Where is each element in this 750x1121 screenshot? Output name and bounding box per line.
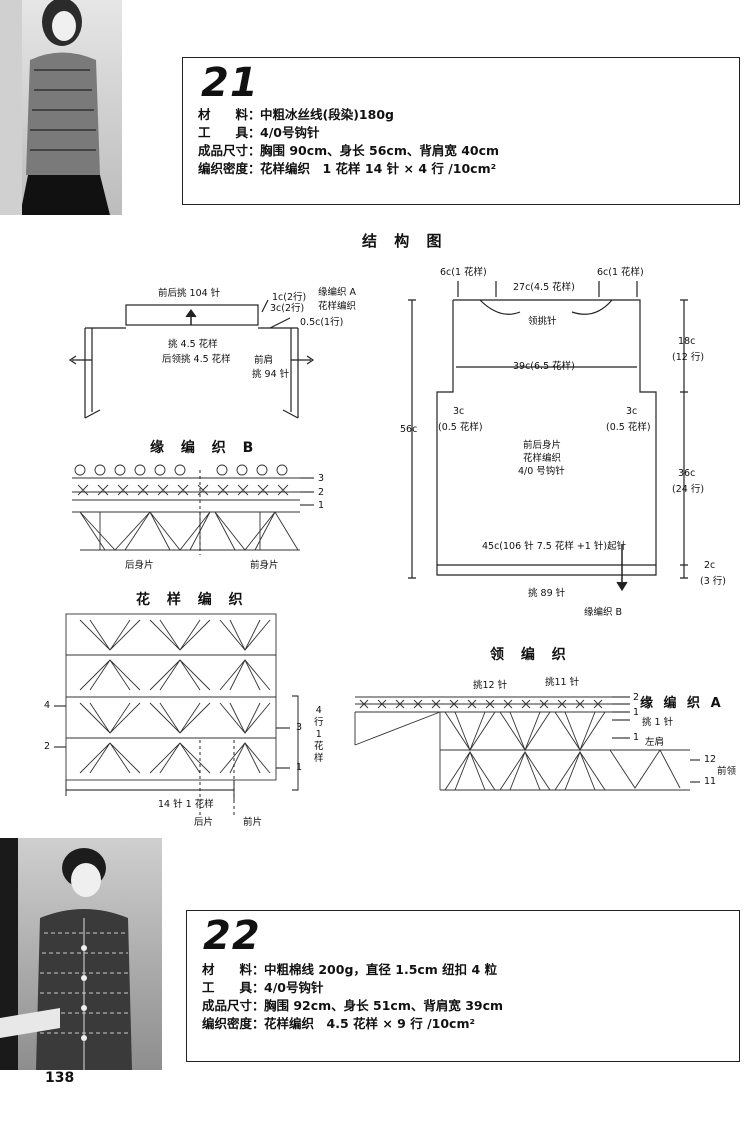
label: 4/0 号钩针 [518, 466, 565, 477]
spec-row: 编织密度：花样编织 1 花样 14 针 × 4 行 /10cm² [198, 161, 497, 176]
label: 18c [678, 336, 696, 347]
collar-x-marks [359, 699, 603, 709]
label: 缘编织 B [584, 607, 623, 618]
label: 前片 [243, 817, 263, 828]
spec-list: 材 料：中粗棉线 200g，直径 1.5cm 纽扣 4 粒 工 具：4/0号钩针… [202, 961, 503, 1033]
edge-a-title: 缘 编 织 A [640, 696, 724, 711]
label: 前领 [717, 766, 737, 777]
label: 挑 1 针 [642, 717, 674, 728]
label: 6c(1 花样) [440, 267, 487, 278]
label: 花样编织 [318, 301, 357, 312]
label: 花样编织 [523, 453, 562, 464]
label: 前肩 [254, 355, 274, 366]
row-number: 2 [318, 487, 325, 498]
label: 挑12 针 [473, 680, 508, 691]
label: 后领挑 4.5 花样 [162, 354, 231, 365]
flower-title: 花 样 编 织 [136, 592, 249, 608]
spec-row: 材 料：中粗冰丝线(段染)180g [198, 107, 394, 122]
label: 6c(1 花样) [597, 267, 644, 278]
label: 前后身片 [523, 440, 562, 451]
page-number: 138 [45, 1070, 75, 1086]
edge-b-picot-loops [74, 464, 288, 476]
collar-structure-diagram [68, 299, 315, 419]
pattern-22-spec-box: 22 材 料：中粗棉线 200g，直径 1.5cm 纽扣 4 粒 工 具：4/0… [186, 910, 740, 1062]
model-photo-22 [0, 838, 162, 1070]
edge-b-fans [79, 511, 300, 551]
row-number: 12 [704, 754, 717, 765]
row-number: 1 [633, 707, 640, 718]
label: 挑 89 针 [528, 588, 566, 599]
row-number: 1 [318, 500, 325, 511]
label: (0.5 花样) [438, 422, 483, 433]
label: 0.5c(1行) [300, 317, 344, 328]
label: 3c [453, 406, 465, 417]
label: 39c(6.5 花样) [513, 361, 575, 372]
row-number: 1 [296, 762, 303, 773]
label: 2c [704, 560, 716, 571]
row-number: 2 [44, 741, 51, 752]
spec-row: 成品尺寸：胸围 92cm、身长 51cm、背肩宽 39cm [202, 998, 504, 1013]
spec-row: 编织密度：花样编织 4.5 花样 × 9 行 /10cm² [202, 1016, 475, 1031]
label: 1c(2行) [272, 292, 307, 303]
label: 前身片 [250, 560, 279, 571]
label: 3c(2行) [270, 303, 305, 314]
label: 后片 [194, 817, 214, 828]
label: 挑11 针 [545, 677, 580, 688]
row-number: 1 [633, 732, 640, 743]
label: 缘编织 A [318, 287, 357, 298]
label: (12 行) [672, 352, 705, 363]
spec-list: 材 料：中粗冰丝线(段染)180g 工 具：4/0号钩针 成品尺寸：胸围 90c… [198, 106, 499, 178]
collar-title: 领 编 织 [490, 647, 572, 663]
pattern-21-spec-box: 21 材 料：中粗冰丝线(段染)180g 工 具：4/0号钩针 成品尺寸：胸围 … [182, 57, 740, 205]
model-21-figure [0, 0, 110, 215]
label: 14 针 1 花样 [158, 799, 214, 810]
model-photo-21 [0, 0, 122, 215]
label: 3c [626, 406, 638, 417]
pattern-number: 22 [203, 913, 261, 959]
label: 56c [400, 424, 418, 435]
spec-row: 成品尺寸：胸围 90cm、身长 56cm、背肩宽 40cm [198, 143, 500, 158]
edge-b-chart [72, 464, 314, 555]
edge-b-title: 缘 编 织 B [150, 440, 260, 456]
row-number: 3 [318, 473, 325, 484]
label: 后身片 [125, 560, 154, 571]
label: (24 行) [672, 484, 705, 495]
row-number: 4 [44, 700, 51, 711]
repeat-label: 4 行 1 花 样 [314, 705, 324, 764]
label: 领挑针 [528, 316, 557, 327]
model-22-figure [0, 838, 132, 1070]
flower-pattern-chart [54, 613, 299, 815]
flower-fan-motifs [79, 619, 271, 774]
label: 前后挑 104 针 [158, 288, 221, 299]
structure-title: 结 构 图 [362, 232, 448, 250]
collar-chart [354, 696, 700, 791]
row-number: 11 [704, 776, 717, 787]
label: 27c(4.5 花样) [513, 282, 575, 293]
label: (0.5 花样) [606, 422, 651, 433]
label: 挑 4.5 花样 [168, 339, 218, 350]
label: 45c(106 针 7.5 花样 +1 针)起针 [482, 541, 627, 552]
spec-row: 工 具：4/0号钩针 [198, 125, 320, 140]
body-structure-diagram [408, 281, 688, 592]
label: 36c [678, 468, 696, 479]
row-number: 2 [633, 692, 640, 703]
pattern-number: 21 [201, 60, 259, 106]
spec-row: 工 具：4/0号钩针 [202, 980, 324, 995]
label: (3 行) [700, 576, 726, 587]
spec-row: 材 料：中粗棉线 200g，直径 1.5cm 纽扣 4 粒 [202, 962, 498, 977]
edge-b-x-marks [77, 484, 289, 496]
row-number: 3 [296, 722, 303, 733]
label: 挑 94 针 [252, 369, 290, 380]
label: 左肩 [645, 737, 665, 748]
